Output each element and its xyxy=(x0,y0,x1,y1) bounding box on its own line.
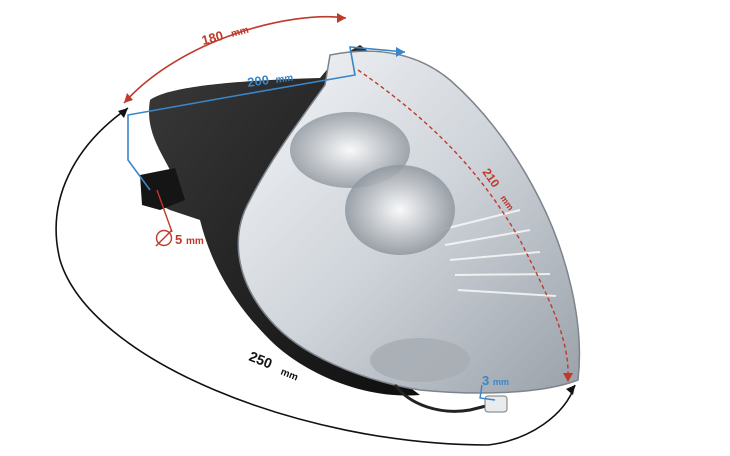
dim-250-curve xyxy=(55,107,576,446)
dim-250-value: 250 xyxy=(247,348,275,372)
dim-250-unit: mm xyxy=(279,367,300,384)
dim-3-leader xyxy=(479,384,496,401)
dim-3-unit: mm xyxy=(493,377,509,387)
dim-250-arrow-top xyxy=(118,108,128,118)
reflector-lower xyxy=(370,338,470,382)
dim-180-value: 180 xyxy=(200,28,225,48)
connector-plug xyxy=(484,395,508,413)
dim-200-value: 200 xyxy=(246,72,270,90)
dim-180-arrow-left xyxy=(124,93,133,103)
dim-210-arrow xyxy=(563,373,573,382)
diameter-icon xyxy=(155,229,173,247)
reflector-center xyxy=(345,165,455,255)
housing-mount-tab xyxy=(140,168,185,210)
dim-210-line xyxy=(357,69,569,381)
dim-5-leader xyxy=(156,189,173,233)
dim-200-unit: mm xyxy=(275,73,294,86)
dim-200-arrow xyxy=(396,47,405,57)
dim-5-unit: mm xyxy=(186,236,204,247)
connector-wire xyxy=(393,384,491,413)
headlight-housing xyxy=(149,45,421,396)
dim-180-unit: mm xyxy=(230,25,250,40)
dim-180-arrow-right xyxy=(337,13,346,23)
dim-180-arc xyxy=(123,15,347,104)
dim-3-value: 3 xyxy=(482,373,489,388)
dim-250-arrow-bottom xyxy=(566,385,575,395)
lens-ribs xyxy=(439,209,557,297)
dim-200-line xyxy=(127,46,406,191)
dim-5-value: 5 xyxy=(175,232,182,247)
